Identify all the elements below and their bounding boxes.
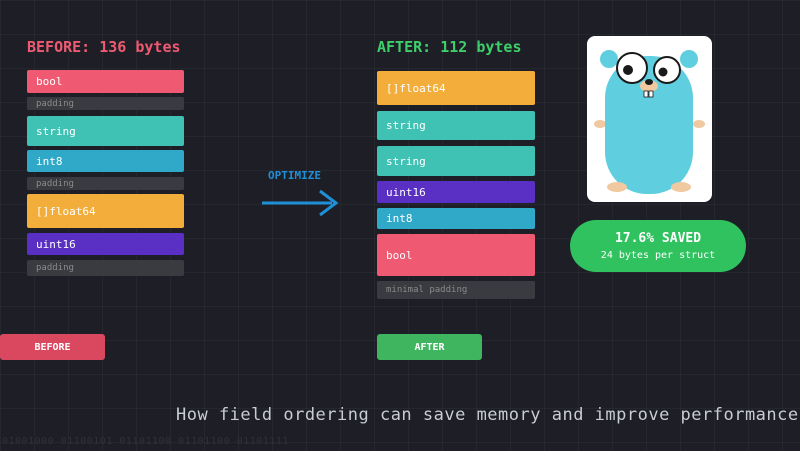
mascot-card [587,36,712,202]
before-field-block: int8 [27,150,184,172]
before-field-padding: padding [27,97,184,110]
savings-detail: 24 bytes per struct [600,250,716,261]
gopher-mascot-icon [594,50,705,194]
after-title: AFTER: 112 bytes [377,38,522,56]
before-title: BEFORE: 136 bytes [27,38,181,56]
after-field-block: bool [377,234,535,276]
savings-badge: 17.6% SAVED 24 bytes per struct [570,220,746,272]
after-field-block: []float64 [377,71,535,105]
before-button[interactable]: BEFORE [0,334,105,360]
before-field-padding: padding [27,260,184,276]
after-field-block: uint16 [377,181,535,203]
binary-strip: 01001000 01100101 01101100 01101100 0110… [2,436,289,447]
before-field-block: []float64 [27,194,184,228]
after-field-block: string [377,146,535,176]
before-field-block: string [27,116,184,146]
optimize-label: OPTIMIZE [268,169,321,182]
after-field-padding: minimal padding [377,281,535,299]
before-field-padding: padding [27,177,184,190]
after-button[interactable]: AFTER [377,334,482,360]
arrow-right-icon [262,189,339,217]
before-field-block: bool [27,70,184,93]
before-field-block: uint16 [27,233,184,255]
savings-headline: 17.6% SAVED [614,231,702,246]
after-field-block: int8 [377,208,535,229]
video-caption: How field ordering can save memory and i… [176,405,799,425]
after-field-block: string [377,111,535,140]
